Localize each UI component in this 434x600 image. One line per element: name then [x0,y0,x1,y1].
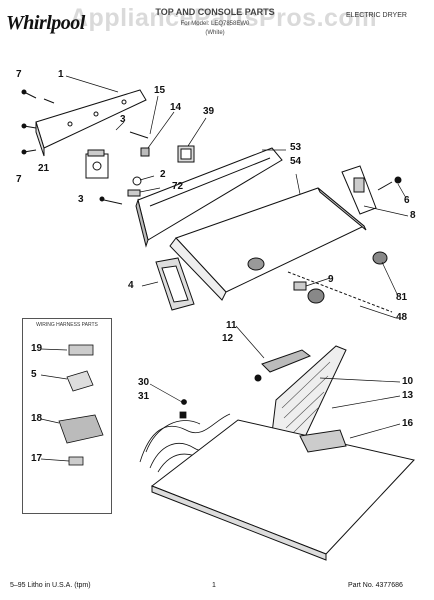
callout-6: 6 [404,195,410,206]
product-type: ELECTRIC DRYER [346,12,407,19]
callout-3: 3 [78,194,84,205]
callout-3: 3 [120,114,126,125]
leader-lines [65,75,409,439]
callout-10: 10 [402,376,414,387]
switch-block [177,145,195,163]
callout-19: 19 [31,343,43,354]
screw-icon [394,176,402,184]
callout-54: 54 [290,156,302,167]
page-number: 1 [212,582,216,589]
console-cover [169,187,367,301]
callout-81: 81 [396,292,408,303]
callout-7: 7 [16,174,22,185]
clip-icon [66,370,94,392]
callout-13: 13 [402,390,414,401]
callout-17: 17 [31,453,43,464]
callout-21: 21 [38,163,50,174]
model-line: For Model: LEQ7858EW0 [180,21,250,27]
console-front-panel [135,147,283,248]
wiring-harness-parts-box: WIRING HARNESS PARTS 19 5 18 17 [22,318,112,514]
knob-icon [293,251,388,304]
dryer-top-panel [150,419,415,561]
callout-18: 18 [31,413,43,424]
terminal-block-icon [58,414,104,444]
callout-31: 31 [138,391,150,402]
callout-2: 2 [160,169,166,180]
whirlpool-logo: Whirlpool [6,12,85,34]
color-line: (White) [205,30,225,36]
watermark: AppliancePartsPros.com [70,4,377,32]
console-end-cap [341,165,377,215]
callout-9: 9 [328,274,334,285]
screw-icon [21,89,55,155]
callout-14: 14 [170,102,182,113]
console-left-end-cap [155,257,195,311]
callout-72: 72 [172,181,184,192]
timer-switch [85,149,109,179]
callout-7: 7 [16,69,22,80]
callout-1: 1 [58,69,64,80]
connector-icon [68,344,94,356]
part-number: Part No. 4377686 [348,582,403,589]
litho-note: 5–95 Litho in U.S.A. (tpm) [10,582,91,589]
callout-8: 8 [410,210,416,221]
callout-11: 11 [226,320,237,331]
callout-4: 4 [128,280,134,291]
callout-53: 53 [290,142,302,153]
callout-16: 16 [402,418,414,429]
callout-15: 15 [154,85,166,96]
inset-parts-drawing [40,344,104,466]
callout-12: 12 [222,333,234,344]
callout-30: 30 [138,377,150,388]
callout-48: 48 [396,312,408,323]
inset-box-title: WIRING HARNESS PARTS [36,322,98,328]
small-fasteners [99,131,150,205]
wire-tie-icon [68,456,84,466]
callout-5: 5 [31,369,37,380]
lint-screen [254,345,347,457]
callout-39: 39 [203,106,215,117]
page-title: TOP AND CONSOLE PARTS [155,7,275,17]
rear-console-panel [35,89,147,157]
